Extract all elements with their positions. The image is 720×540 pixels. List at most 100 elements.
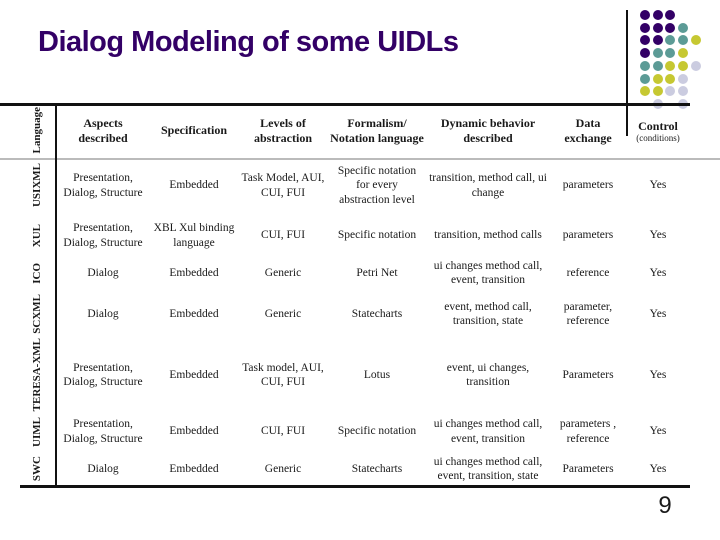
table-cell: CUI, FUI: [260, 229, 306, 242]
decor-dot: [665, 22, 676, 33]
table-top-border: [0, 103, 690, 106]
table-cell: Specific notation: [337, 425, 417, 438]
table-cell: Dialog: [87, 462, 119, 475]
column-header-specification: Specification: [161, 123, 227, 137]
row-label-scxml: SCXML: [31, 294, 44, 334]
table-cell: parameter, reference: [563, 300, 613, 327]
column-header-abstraction: Levels of abstraction: [254, 115, 312, 145]
table-cell: Yes: [649, 368, 667, 381]
table-cell: Yes: [649, 425, 667, 438]
table-cell: Generic: [264, 266, 302, 279]
table-cell: Embedded: [169, 307, 219, 320]
column-header-data-exchange: Data exchange: [564, 115, 612, 145]
table-cell: Dialog: [87, 266, 119, 279]
decor-dot: [665, 48, 676, 59]
table-cell: event, ui changes, transition: [446, 361, 530, 388]
control-header-subtitle: (conditions): [636, 132, 680, 143]
table-cell: reference: [566, 266, 610, 279]
table-cell: Statecharts: [351, 307, 403, 320]
row-label-xul: XUL: [31, 223, 44, 248]
row-label-ico: ICO: [31, 262, 44, 284]
decor-dot: [640, 60, 650, 71]
decor-dot: [652, 22, 663, 33]
table-cell: Parameters: [562, 462, 614, 475]
table-cell: Specific notation for every abstraction …: [337, 164, 417, 206]
decor-dot: [640, 22, 650, 33]
table-cell: XBL Xul binding language: [153, 222, 235, 249]
table-cell: Presentation, Dialog, Structure: [63, 172, 143, 199]
table-cell: Statecharts: [351, 462, 403, 475]
column-header-dynamic-behavior: Dynamic behavior described: [440, 115, 536, 145]
decor-dot: [678, 86, 689, 97]
decor-dot: [640, 86, 650, 97]
column-header-aspects: Aspects described: [78, 115, 128, 145]
decor-dot: [652, 10, 663, 20]
decor-dot: [665, 10, 676, 20]
table-cell: Yes: [649, 179, 667, 192]
table-cell: parameters: [562, 179, 614, 192]
decor-dot: [652, 86, 663, 97]
decor-dot: [652, 60, 663, 71]
page-number: 9: [658, 492, 672, 519]
table-cell: Petri Net: [356, 266, 398, 279]
row-label-swc: SWC: [31, 456, 44, 482]
table-cell: Presentation, Dialog, Structure: [63, 418, 143, 445]
table-cell: Embedded: [169, 368, 219, 381]
decor-dot: [665, 60, 676, 71]
column-header-control: Control (conditions): [626, 104, 690, 157]
table-cell: parameters , reference: [559, 418, 617, 445]
decor-dot: [678, 73, 689, 84]
table-cell: Parameters: [562, 368, 614, 381]
table-cell: transition, method call, ui change: [429, 172, 547, 199]
decor-dot-grid: [640, 10, 712, 112]
column-header-formalism: Formalism/ Notation language: [330, 115, 424, 145]
table-cell: Presentation, Dialog, Structure: [63, 222, 143, 249]
table-cell: Lotus: [363, 368, 391, 381]
table-cell: Embedded: [169, 179, 219, 192]
table-cell: Embedded: [169, 462, 219, 475]
table-cell: ui changes method call, event, transitio…: [433, 259, 543, 286]
uidl-comparison-table: Language Aspects described Specification…: [20, 104, 690, 486]
decor-dot: [665, 35, 676, 46]
decor-dot: [652, 48, 663, 59]
table-cell: Task Model, AUI, CUI, FUI: [241, 172, 325, 199]
row-label-uiml: UIML: [31, 416, 44, 447]
corner-header-language: Language: [20, 104, 56, 157]
decor-vertical-line: [626, 10, 628, 136]
table-vertical-rule: [55, 104, 57, 487]
decor-dot: [678, 48, 689, 59]
corner-header-label: Language: [31, 107, 44, 154]
control-header-label: Control: [638, 118, 678, 133]
decor-dot: [665, 86, 676, 97]
table-cell: Generic: [264, 307, 302, 320]
table-cell: Generic: [264, 462, 302, 475]
table-cell: Yes: [649, 229, 667, 242]
table-cell: Specific notation: [337, 229, 417, 242]
decor-dot: [640, 73, 650, 84]
table-cell: Yes: [649, 266, 667, 279]
table-cell: CUI, FUI: [260, 425, 306, 438]
table-cell: Yes: [649, 307, 667, 320]
table-cell: event, method call, transition, state: [444, 300, 532, 327]
decor-dot: [652, 73, 663, 84]
decor-dot: [678, 60, 689, 71]
table-cell: Embedded: [169, 425, 219, 438]
table-cell: ui changes method call, event, transitio…: [433, 418, 543, 445]
table-cell: Yes: [649, 462, 667, 475]
decor-dot: [690, 60, 701, 71]
decor-dot: [640, 35, 650, 46]
table-cell: Presentation, Dialog, Structure: [63, 361, 143, 388]
slide-title: Dialog Modeling of some UIDLs: [38, 26, 459, 58]
decor-dot: [690, 35, 701, 46]
table-cell: Task model, AUI, CUI, FUI: [242, 361, 324, 388]
decor-dot: [640, 48, 650, 59]
table-cell: Embedded: [169, 266, 219, 279]
decor-dot: [678, 35, 689, 46]
decor-dot: [652, 35, 663, 46]
decor-dot: [665, 73, 676, 84]
table-cell: ui changes method call, event, transitio…: [433, 455, 543, 482]
decor-dot: [640, 10, 650, 20]
table-bottom-border: [20, 485, 690, 488]
row-label-usixml: USIXML: [31, 163, 44, 208]
